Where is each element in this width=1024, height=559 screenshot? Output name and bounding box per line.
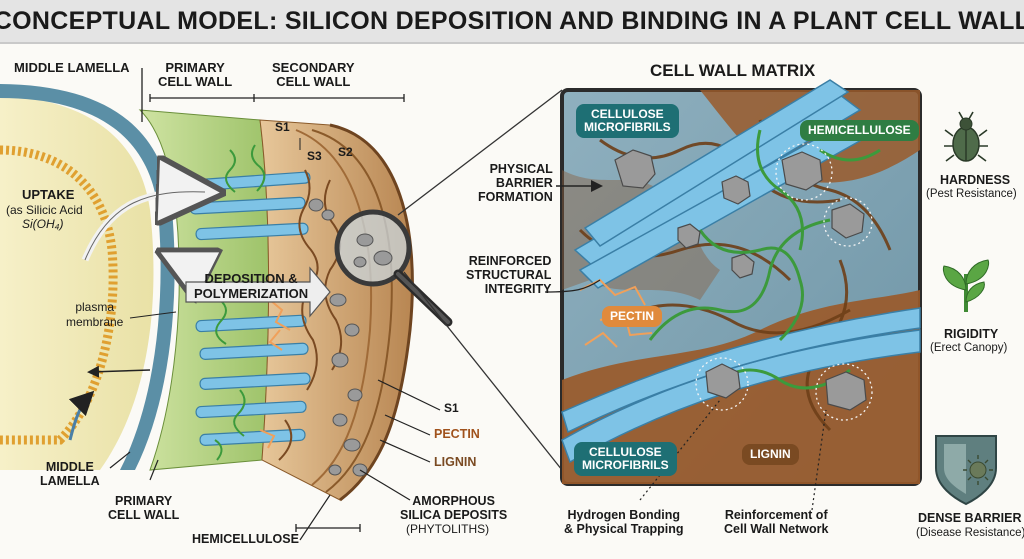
- pectin-strands: [259, 299, 291, 449]
- label-lignin: LIGNIN: [434, 455, 477, 469]
- benefit-sub-hardness: (Pest Resistance): [926, 188, 1017, 200]
- benefit-title-hardness: HARDNESS: [940, 173, 1011, 187]
- shield-icon: [935, 435, 997, 506]
- label-hemicellulose: HEMICELLULOSE: [192, 532, 299, 546]
- deposition-arrow: [185, 266, 331, 318]
- label-s1-lower: S1: [444, 401, 459, 415]
- label-s3: S3: [307, 149, 322, 163]
- label-s2: S2: [338, 145, 353, 159]
- beetle-icon: [944, 111, 988, 162]
- label-deposition: DEPOSITION &POLYMERIZATION: [194, 271, 309, 301]
- matrix-label-lignin: LIGNIN: [742, 444, 799, 465]
- matrix-heading: CELL WALL MATRIX: [650, 61, 816, 80]
- label-pectin: PECTIN: [434, 427, 480, 441]
- benefit-sub-rigidity: (Erect Canopy): [930, 342, 1008, 354]
- page-title: CONCEPTUAL MODEL: SILICON DEPOSITION AND…: [0, 6, 1024, 35]
- magnifier-icon: [334, 209, 453, 327]
- matrix-silica: [614, 149, 867, 411]
- benefit-title-rigidity: RIGIDITY: [944, 327, 999, 341]
- label-hydrogen-bonding: Hydrogen Bonding& Physical Trapping: [564, 508, 684, 536]
- sprout-icon: [942, 259, 990, 312]
- benefit-title-dense-barrier: DENSE BARRIER: [918, 511, 1022, 525]
- label-uptake: UPTAKE: [22, 187, 75, 202]
- matrix-panel: [560, 79, 922, 486]
- label-middle-lamella-top: MIDDLE LAMELLA: [14, 60, 130, 75]
- matrix-label-hemicellulose: HEMICELLULOSE: [800, 120, 919, 141]
- label-uptake-formula: Si(OH₄): [22, 217, 64, 231]
- title-bar: CONCEPTUAL MODEL: SILICON DEPOSITION AND…: [0, 0, 1024, 44]
- matrix-label-pectin: PECTIN: [602, 306, 663, 327]
- label-phytoliths: (PHYTOLITHS): [406, 522, 490, 536]
- label-uptake-sub: (as Silicic Acid: [6, 203, 83, 217]
- label-s1: S1: [275, 120, 290, 134]
- hemicellulose-strands: [214, 144, 266, 461]
- benefit-sub-dense-barrier: (Disease Resistance): [916, 527, 1024, 539]
